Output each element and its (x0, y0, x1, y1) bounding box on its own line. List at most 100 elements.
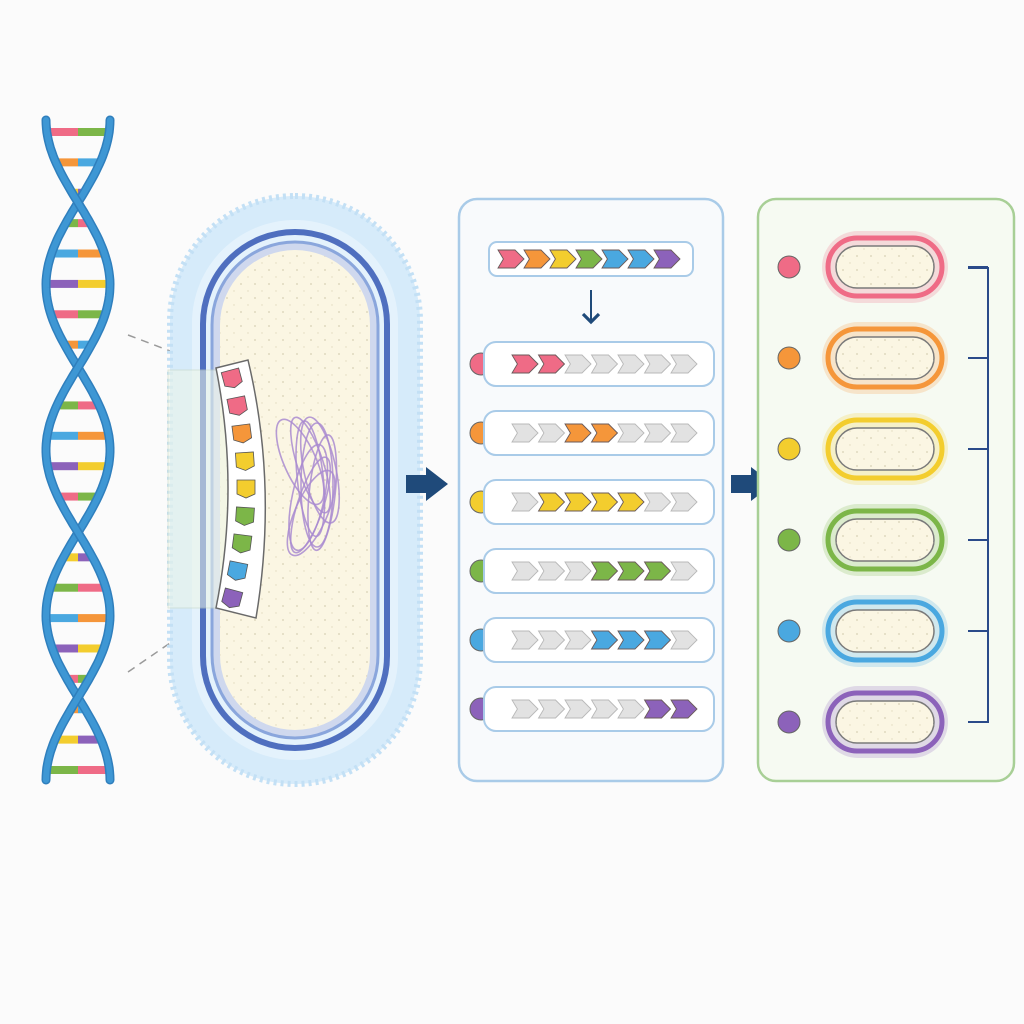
variant-segment (617, 354, 645, 374)
variant-row (469, 410, 715, 456)
process-arrow-right-2 (731, 467, 773, 501)
variant-segment (643, 492, 672, 512)
strain-cell-wall (825, 326, 945, 390)
variant-segment (564, 630, 592, 650)
variant-segment (643, 561, 672, 581)
variant-segment (537, 699, 566, 719)
variant-segment (670, 423, 698, 443)
strain-cell-wall (825, 417, 945, 481)
strain-marker (777, 346, 801, 370)
arrow-right-icon (731, 467, 773, 501)
construct-segment (549, 249, 577, 269)
strain-texture (836, 246, 934, 288)
nucleoid-loop (307, 434, 338, 552)
variant-segment (590, 561, 619, 581)
variant-segment (511, 492, 539, 512)
variant-segment (643, 699, 672, 719)
strain-row (777, 595, 988, 667)
strain-marker (777, 710, 801, 734)
strain-cell-wall (825, 690, 945, 754)
strain-row (777, 322, 988, 394)
dna-base-pair (46, 766, 78, 774)
bacterial-cell (127, 193, 423, 787)
inserted-gene-segment (226, 395, 248, 416)
strain-row (777, 504, 988, 576)
nucleoid-loop (289, 456, 332, 554)
strain-marker (777, 528, 801, 552)
strain-texture (836, 337, 934, 379)
variant-segment (564, 354, 592, 374)
dna-base-pair (66, 674, 78, 683)
strain-texture (836, 701, 934, 743)
dna-base-pair (55, 158, 78, 167)
dna-base-pair (46, 128, 78, 136)
variant-segment (670, 630, 698, 650)
strain-row (777, 413, 988, 485)
construct-segment (627, 249, 655, 269)
strain-row (777, 686, 988, 758)
inserted-gene-segment (221, 587, 244, 609)
dna-base-pair (78, 310, 106, 319)
nucleoid-loop (275, 418, 325, 506)
variant-segment (537, 354, 566, 374)
construct-segment (601, 249, 629, 269)
variant-segment (537, 423, 566, 443)
dna-base-pair (78, 279, 110, 288)
variant-segment (564, 492, 592, 512)
dna-helix (41, 115, 115, 785)
variant-segment (670, 699, 698, 719)
dna-base-pair (78, 583, 106, 592)
dna-base-pair (78, 401, 100, 410)
variant-segment (590, 354, 619, 374)
variant-row (469, 341, 715, 387)
inserted-gene-segment (226, 560, 249, 581)
dna-base-pair (50, 583, 78, 592)
dna-base-pair (78, 674, 90, 683)
dna-base-pair (78, 735, 101, 744)
dna-base-pair (78, 128, 110, 136)
strain-cell-wall (825, 235, 945, 299)
construct-segment (653, 249, 681, 269)
inserted-gene-segment (231, 423, 253, 444)
dna-base-pair (63, 553, 78, 562)
strain-texture (836, 428, 934, 470)
variant-segment (511, 423, 539, 443)
construct-segment (497, 249, 525, 269)
variant-panel (457, 197, 725, 783)
nucleoid-loop (300, 422, 334, 548)
variant-segment (590, 423, 619, 443)
nucleoid-loop (286, 469, 336, 557)
full-gene-construct (488, 241, 694, 277)
inserted-gene-segment (231, 533, 253, 554)
variant-segment (617, 630, 645, 650)
dna-base-pair (78, 766, 110, 774)
variant-segment (511, 630, 539, 650)
dna-base-pair (78, 553, 93, 562)
variant-segment (537, 561, 566, 581)
variant-row (469, 617, 715, 663)
variant-row (469, 479, 715, 525)
dna-base-pair (46, 614, 78, 623)
dna-base-pair (78, 431, 109, 440)
inserted-gene-segment (235, 506, 255, 526)
dna-base-pair (65, 219, 78, 228)
variant-segment (564, 699, 592, 719)
dna-base-pair (55, 735, 78, 744)
variant-segment (670, 354, 698, 374)
variant-segment (511, 354, 539, 374)
inserted-gene-segment (235, 451, 255, 471)
construct-segment (575, 249, 603, 269)
strain-cell-wall (825, 599, 945, 663)
strain-texture (836, 519, 934, 561)
nucleoid (275, 416, 341, 557)
variant-segment (511, 561, 539, 581)
dna-base-pair (57, 492, 78, 501)
dna-base-pair (50, 310, 78, 319)
dna-base-pair (78, 340, 92, 349)
dna-base-pair (47, 462, 78, 471)
variant-segment (511, 699, 539, 719)
variant-segment (643, 423, 672, 443)
variant-segment (670, 561, 698, 581)
